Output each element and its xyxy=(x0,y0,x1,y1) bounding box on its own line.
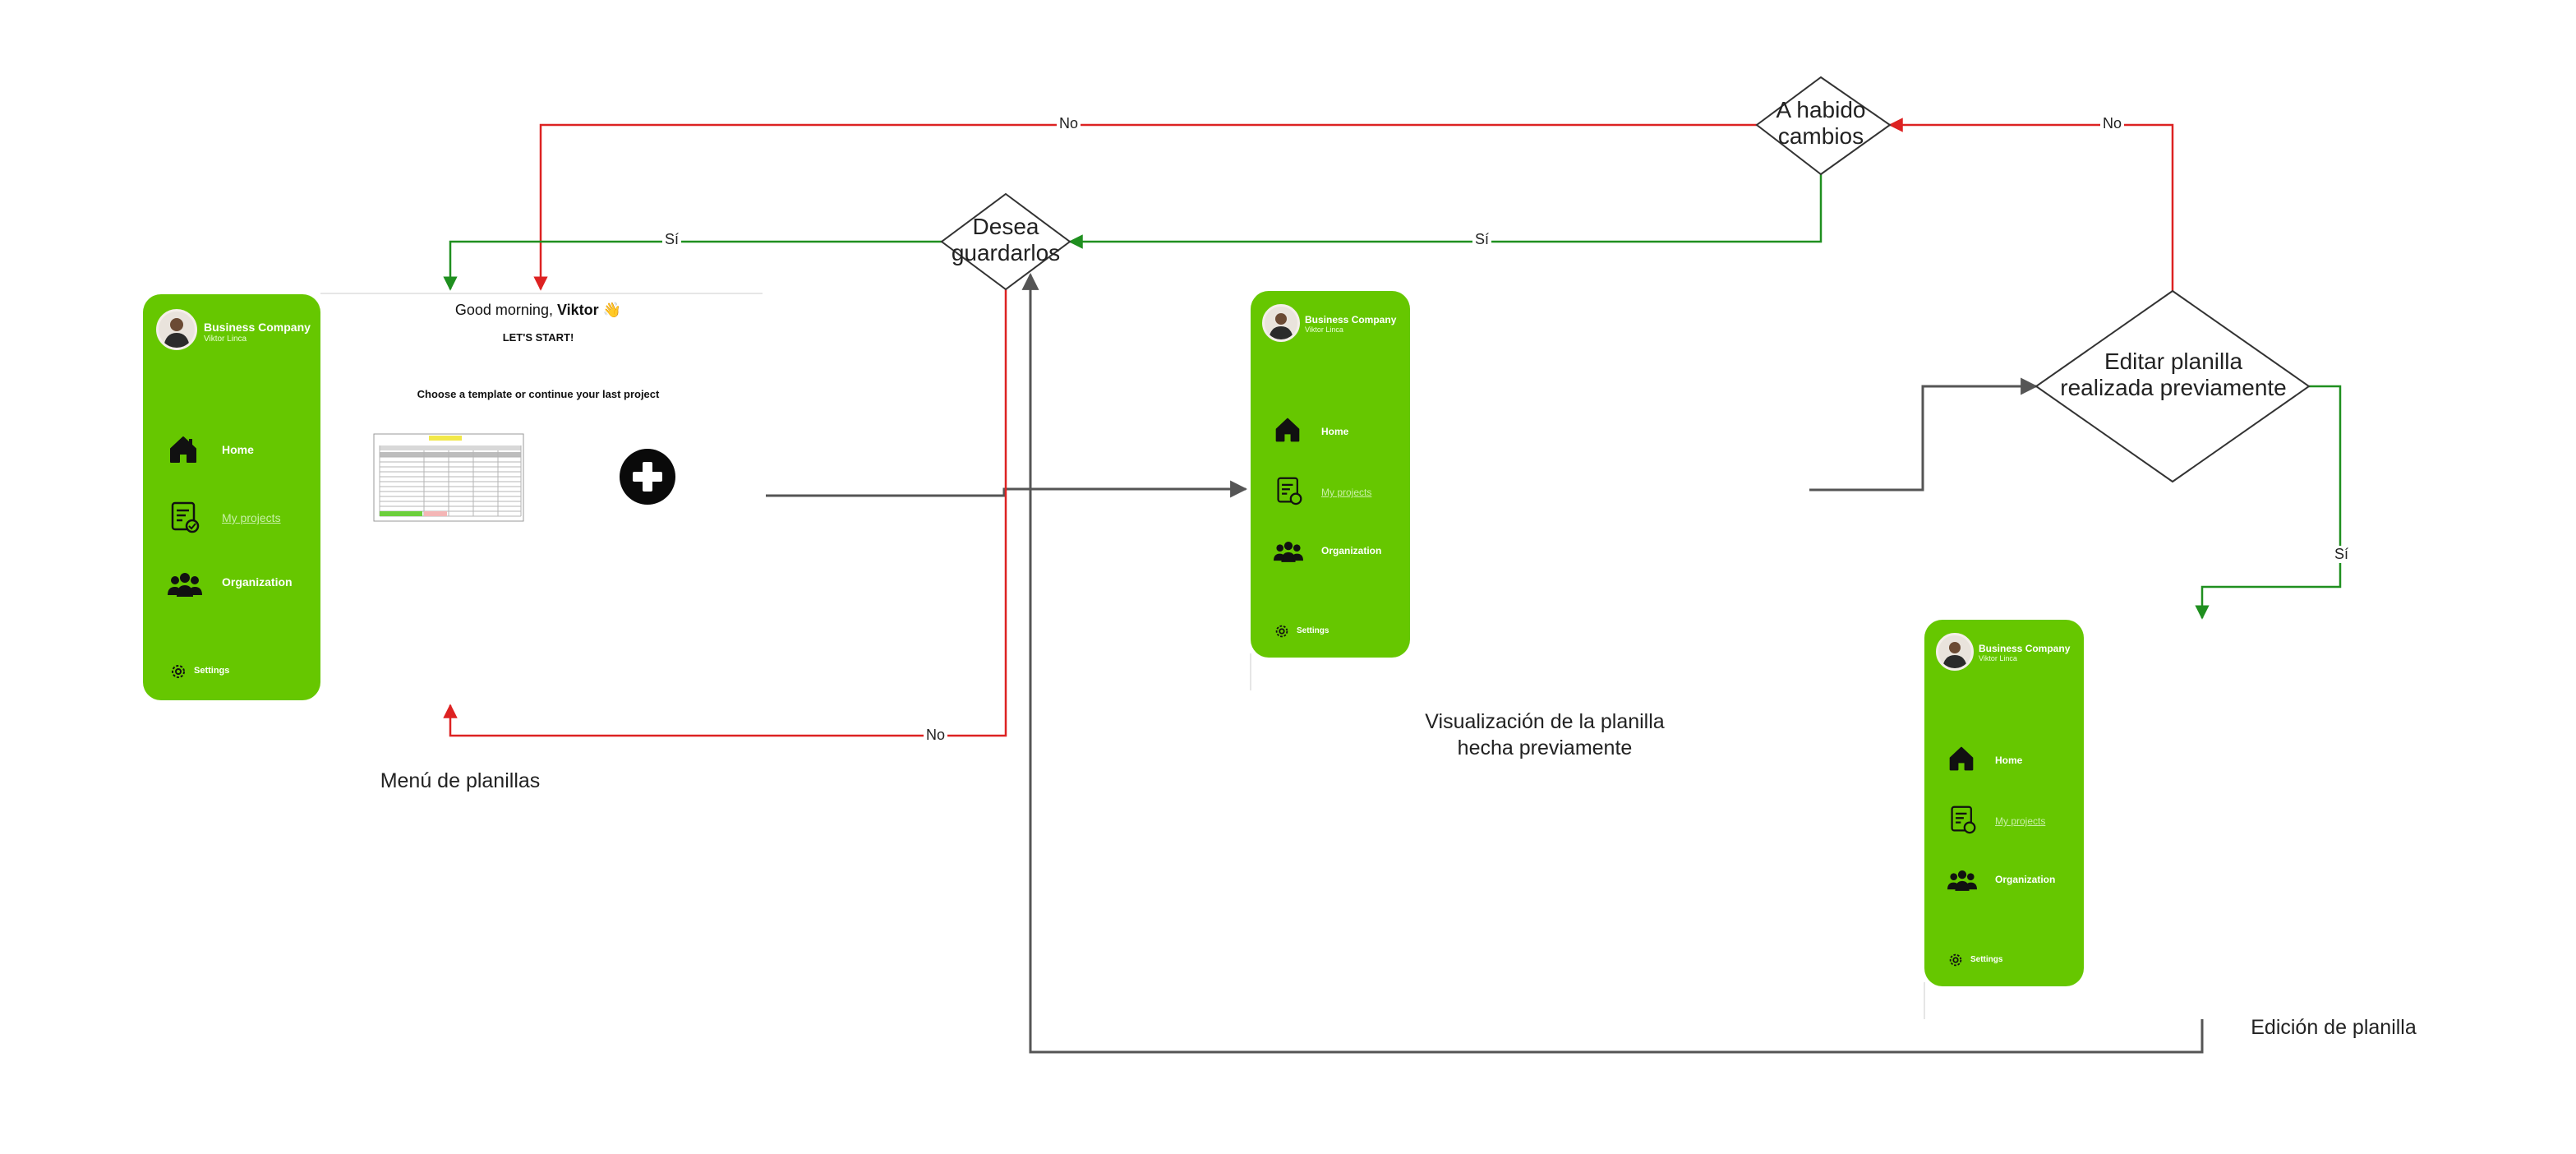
sidebar-menu-screen: Business Company Viktor Linca Home My pr… xyxy=(143,294,320,700)
edge-label-edit-yes: Sí xyxy=(2332,546,2352,563)
sidebar-view-screen: Business Company Viktor Linca Home My pr… xyxy=(1251,291,1410,658)
add-template-button[interactable] xyxy=(620,449,675,505)
edge-save-yes xyxy=(443,240,942,291)
edge-edit-decision-yes xyxy=(2195,385,2342,620)
edge-label-save-yes: Sí xyxy=(662,231,682,248)
greeting: Good morning, Viktor 👋 xyxy=(444,302,633,319)
edge-save-no xyxy=(443,289,1007,737)
sidebar-item-home[interactable]: Home xyxy=(222,443,254,456)
sidebar-item-my-projects[interactable]: My projects xyxy=(222,511,281,524)
user-name: Viktor Linca xyxy=(204,335,247,344)
sidebar-item-home[interactable]: Home xyxy=(1995,755,2023,766)
house-icon xyxy=(168,434,199,469)
company-name: Business Company xyxy=(1979,643,2071,654)
wave-emoji: 👋 xyxy=(602,302,622,318)
decision-edit xyxy=(2035,289,2311,483)
edge-edit-to-save-decision xyxy=(1021,272,2204,1054)
sidebar-item-my-projects[interactable]: My projects xyxy=(1995,815,2046,827)
caption-view-line1: Visualización de la planilla xyxy=(1425,710,1665,733)
decision-save-line1: Desea xyxy=(972,214,1039,239)
avatar xyxy=(1262,304,1300,342)
company-name: Business Company xyxy=(204,321,311,334)
avatar xyxy=(1936,633,1974,671)
team-icon xyxy=(1947,868,1977,897)
gear-icon xyxy=(1274,623,1290,644)
lets-start-heading: LET'S START! xyxy=(502,331,574,344)
caption-edit: Edición de planilla xyxy=(2251,1016,2417,1039)
edge-changes-yes xyxy=(1068,174,1823,249)
edge-menu-to-view xyxy=(766,480,1248,498)
sidebar-item-my-projects[interactable]: My projects xyxy=(1321,487,1372,498)
decision-changes-label: A habido cambios xyxy=(1757,97,1885,150)
edge-label-save-no: No xyxy=(924,727,948,744)
caption-view-line2: hecha previamente xyxy=(1457,736,1633,759)
avatar xyxy=(156,309,197,350)
house-icon xyxy=(1274,416,1302,448)
greeting-text: Good morning, xyxy=(454,302,553,318)
house-icon xyxy=(1947,745,1975,777)
sidebar-item-organization[interactable]: Organization xyxy=(222,575,293,589)
user-name: Viktor Linca xyxy=(1305,325,1343,334)
decision-save-label: Desea guardarlos xyxy=(942,214,1070,266)
sidebar-item-organization[interactable]: Organization xyxy=(1321,545,1382,556)
sidebar-item-organization[interactable]: Organization xyxy=(1995,874,2056,885)
decision-changes-line1: A habido xyxy=(1776,97,1866,122)
decision-edit-label: Editar planilla realizada previamente xyxy=(2038,349,2309,401)
sidebar-item-settings[interactable]: Settings xyxy=(194,666,230,676)
sidebar-item-settings[interactable]: Settings xyxy=(1970,955,2003,964)
decision-save xyxy=(940,192,1071,291)
edge-label-changes-yes: Sí xyxy=(1472,231,1492,248)
sidebar-item-home[interactable]: Home xyxy=(1321,426,1349,437)
projects-icon xyxy=(169,500,200,538)
decision-save-line2: guardarlos xyxy=(951,240,1061,266)
decision-edit-line2: realizada previamente xyxy=(2060,375,2287,401)
sidebar-item-settings[interactable]: Settings xyxy=(1297,626,1329,635)
edge-label-edit-no: No xyxy=(2100,115,2125,132)
edge-label-changes-no: No xyxy=(1057,115,1081,132)
edge-edit-decision-no xyxy=(1888,118,2174,291)
company-name: Business Company xyxy=(1305,314,1397,325)
team-icon xyxy=(168,570,202,602)
projects-icon xyxy=(1949,804,1977,839)
spreadsheet-thumbnail[interactable] xyxy=(373,433,524,522)
decision-edit-line1: Editar planilla xyxy=(2104,349,2243,374)
edge-changes-no xyxy=(533,123,1757,291)
decision-changes xyxy=(1755,76,1892,176)
greeting-name: Viktor xyxy=(556,302,599,318)
choose-template-text: Choose a template or continue your last … xyxy=(417,388,660,400)
gear-icon xyxy=(1947,952,1964,972)
user-name: Viktor Linca xyxy=(1979,654,2017,662)
projects-icon xyxy=(1275,475,1303,510)
caption-menu: Menú de planillas xyxy=(380,769,541,792)
decision-changes-line2: cambios xyxy=(1777,123,1864,150)
gear-icon xyxy=(169,662,187,685)
sidebar-edit-screen: Business Company Viktor Linca Home My pr… xyxy=(1924,620,2084,986)
edge-view-to-edit-decision xyxy=(1809,377,2039,492)
team-icon xyxy=(1274,539,1303,568)
